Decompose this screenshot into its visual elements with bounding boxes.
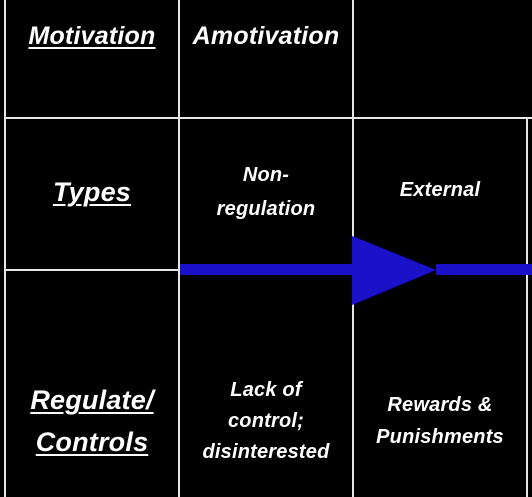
grid-line (4, 0, 6, 497)
rewards-line-2: Punishments (376, 426, 504, 448)
arrow-shaft (180, 264, 360, 275)
lack-of-control-line-1: Lack of (230, 378, 302, 401)
regulate-label-line-1: Regulate/ (30, 385, 154, 416)
lack-of-control-line-2: control; (227, 409, 305, 432)
amotivation-label: Amotivation (192, 22, 340, 51)
motivation-label: Motivation (28, 22, 156, 51)
amotivation-header: Amotivation (180, 0, 352, 74)
arrow-shaft-extension (436, 264, 532, 275)
motivation-row-label: Motivation (6, 0, 178, 74)
grid-line (178, 0, 180, 497)
rewards-line-1: Rewards & (387, 394, 493, 416)
arrow-head (352, 236, 436, 305)
types-label: Types (52, 177, 132, 208)
non-regulation-line-1: Non- (242, 164, 290, 186)
regulate-row-label: Regulate/ Controls (6, 370, 178, 474)
grid-line (4, 117, 532, 119)
grid-line (526, 118, 528, 497)
types-row-label: Types (6, 118, 178, 268)
external-regulate-cell: Rewards & Punishments (354, 386, 526, 456)
external-cell: External (354, 168, 526, 212)
amotivation-regulate-cell: Lack of control; disinterested (180, 366, 352, 476)
non-regulation-cell: Non- regulation (180, 146, 352, 238)
lack-of-control-line-3: disinterested (202, 440, 330, 463)
non-regulation-line-2: regulation (216, 198, 316, 220)
grid-line (4, 269, 180, 271)
regulate-label-line-2: Controls (35, 427, 149, 457)
external-label: External (399, 179, 481, 201)
